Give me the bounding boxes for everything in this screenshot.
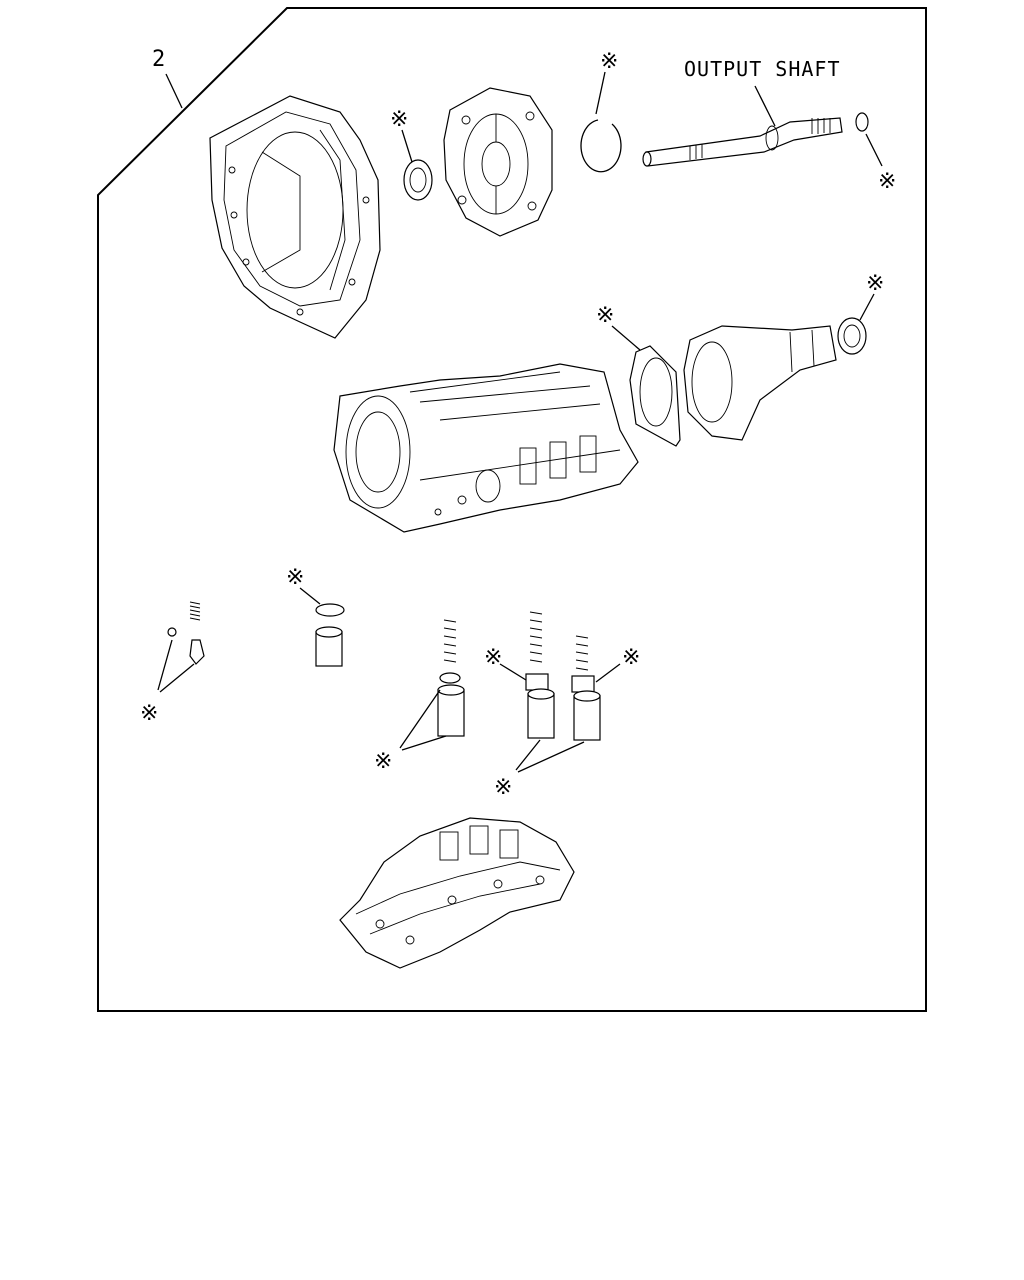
asterisk-accumulator-3-seal: ※ [622, 645, 640, 670]
converter-housing [209, 95, 381, 339]
output-shaft-leader [754, 85, 776, 127]
callout-number: 2 [152, 47, 165, 72]
oil-pump [443, 87, 553, 237]
extension-housing [683, 325, 837, 441]
asterisk-snap-ring: ※ [600, 49, 618, 74]
accumulator-seal-1 [439, 672, 461, 684]
leader-shaft-o-ring [865, 133, 883, 167]
check-ball [167, 627, 177, 637]
leader-gasket [611, 325, 641, 351]
callout-leader [165, 73, 183, 109]
asterisk-shaft-o-ring: ※ [878, 169, 896, 194]
piston-o-ring [315, 603, 345, 617]
leader-accumulator-1a [399, 689, 441, 749]
transmission-case [333, 363, 639, 533]
accumulator-spring-1 [443, 619, 457, 663]
leader-piston-o-ring [299, 587, 321, 605]
asterisk-check-valve: ※ [140, 701, 158, 726]
accumulator-piston [315, 626, 343, 667]
accumulator-spring-3 [575, 635, 589, 671]
asterisk-gasket: ※ [596, 303, 614, 328]
asterisk-front-seal: ※ [390, 107, 408, 132]
leader-accumulators-b [517, 741, 585, 773]
leader-check-valve [159, 663, 195, 693]
output-shaft-label: OUTPUT SHAFT [684, 57, 841, 81]
leader-snap-ring [595, 71, 606, 115]
shaft-o-ring [855, 112, 869, 132]
leader-rear-seal [859, 293, 875, 321]
leader-check-ball [157, 639, 173, 691]
accumulator-spring-2 [529, 611, 543, 663]
asterisk-accumulator-1: ※ [374, 749, 392, 774]
front-seal [403, 159, 433, 201]
leader-accumulators-a [515, 739, 541, 771]
leader-front-seal [401, 129, 413, 163]
asterisk-rear-seal: ※ [866, 271, 884, 296]
leader-accumulator-1b [401, 735, 447, 751]
leader-accumulator-2-seal [499, 663, 527, 681]
check-valve-spring [189, 601, 205, 665]
asterisk-piston-o-ring: ※ [286, 565, 304, 590]
extension-gasket [629, 345, 681, 447]
asterisk-accumulator-2-seal: ※ [484, 645, 502, 670]
diagram-frame [97, 7, 927, 1012]
valve-body [339, 817, 575, 969]
asterisk-accumulators: ※ [494, 775, 512, 800]
accumulator-piston-3 [571, 675, 601, 741]
output-shaft [642, 117, 843, 167]
accumulator-piston-1 [437, 684, 465, 737]
accumulator-piston-2 [525, 673, 555, 739]
snap-ring [580, 119, 622, 173]
leader-accumulator-3-seal [595, 663, 621, 683]
rear-seal [837, 317, 867, 355]
